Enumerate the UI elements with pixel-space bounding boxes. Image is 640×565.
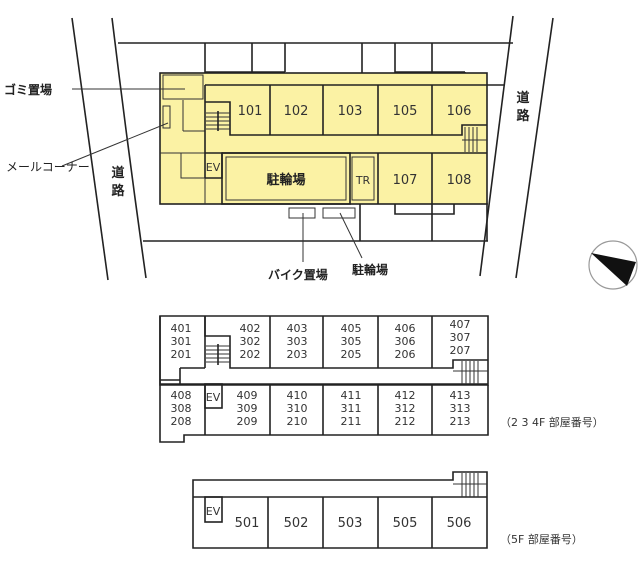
room-502: 502	[284, 516, 309, 531]
room-402: 402	[240, 322, 261, 335]
room-410: 410	[287, 389, 308, 402]
room-408: 408	[171, 389, 192, 402]
garbage-area-label: ゴミ置場	[4, 82, 52, 97]
room-505: 505	[393, 516, 418, 531]
room-405: 405	[341, 322, 362, 335]
room-205: 205	[341, 348, 362, 361]
room-208: 208	[171, 415, 192, 428]
floor5-caption: （5F 部屋番号）	[500, 532, 583, 546]
room-103: 103	[338, 104, 363, 119]
room-106: 106	[447, 104, 472, 119]
tr-label: TR	[355, 174, 371, 187]
room-413: 413	[450, 389, 471, 402]
room-411: 411	[341, 389, 362, 402]
room-506: 506	[447, 516, 472, 531]
room-202: 202	[240, 348, 261, 361]
room-213: 213	[450, 415, 471, 428]
ev-label: EV	[206, 505, 221, 518]
room-312: 312	[395, 402, 416, 415]
floors234-caption: （2 3 4F 部屋番号）	[500, 415, 604, 429]
north-arrow-icon	[588, 240, 638, 290]
room-306: 306	[395, 335, 416, 348]
room-310: 310	[287, 402, 308, 415]
stairs-icon	[462, 127, 487, 152]
room-309: 309	[237, 402, 258, 415]
room-403: 403	[287, 322, 308, 335]
right-road	[479, 15, 554, 279]
bike-parking-area	[288, 207, 316, 219]
room-401: 401	[171, 322, 192, 335]
left-road	[71, 17, 147, 281]
room-206: 206	[395, 348, 416, 361]
mail-corner-label: メールコーナー	[6, 160, 90, 174]
room-305: 305	[341, 335, 362, 348]
room-207: 207	[450, 344, 471, 357]
road-right-label-1: 道	[516, 90, 529, 106]
room-501: 501	[235, 516, 260, 531]
room-203: 203	[287, 348, 308, 361]
room-301: 301	[171, 335, 192, 348]
floors234-plan: EV 401 301 201 402 302 202 403 303 203 4…	[159, 315, 604, 443]
road-right-label-2: 路	[516, 108, 530, 124]
stairs-icon	[206, 344, 230, 365]
transformer-room	[351, 156, 375, 201]
stairs-icon	[453, 361, 488, 384]
room-101: 101	[238, 104, 263, 119]
room-201: 201	[171, 348, 192, 361]
road-left-label-1: 道	[111, 165, 124, 181]
road-left-label-2: 路	[111, 183, 125, 199]
room-307: 307	[450, 331, 471, 344]
room-302: 302	[240, 335, 261, 348]
room-503: 503	[338, 516, 363, 531]
room-407: 407	[450, 318, 471, 331]
bicycle-parking-label: 駐輪場	[352, 262, 388, 277]
room-209: 209	[237, 415, 258, 428]
floor5-plan: EV 501 502 503 505 506 （5F 部屋番号）	[192, 471, 583, 549]
room-308: 308	[171, 402, 192, 415]
room-409: 409	[237, 389, 258, 402]
bicycle-parking-area	[322, 207, 356, 219]
room-311: 311	[341, 402, 362, 415]
room-212: 212	[395, 415, 416, 428]
garbage-area	[162, 74, 204, 100]
bike-parking-label: バイク置場	[268, 267, 328, 282]
room-210: 210	[287, 415, 308, 428]
floor1-building: EV 駐輪場 TR 101 102 103 105 106 107 108	[159, 72, 488, 205]
room-412: 412	[395, 389, 416, 402]
room-303: 303	[287, 335, 308, 348]
room-313: 313	[450, 402, 471, 415]
ev-label: EV	[206, 391, 221, 404]
stairs-icon	[453, 473, 487, 497]
ev-label: EV	[206, 161, 221, 174]
room-107: 107	[393, 173, 418, 188]
room-108: 108	[447, 173, 472, 188]
stairs-icon	[206, 111, 230, 131]
room-105: 105	[393, 104, 418, 119]
room-102: 102	[284, 104, 309, 119]
room-211: 211	[341, 415, 362, 428]
mail-corner	[162, 105, 171, 129]
room-406: 406	[395, 322, 416, 335]
bicycle-parking-inside-label: 駐輪場	[266, 172, 305, 188]
